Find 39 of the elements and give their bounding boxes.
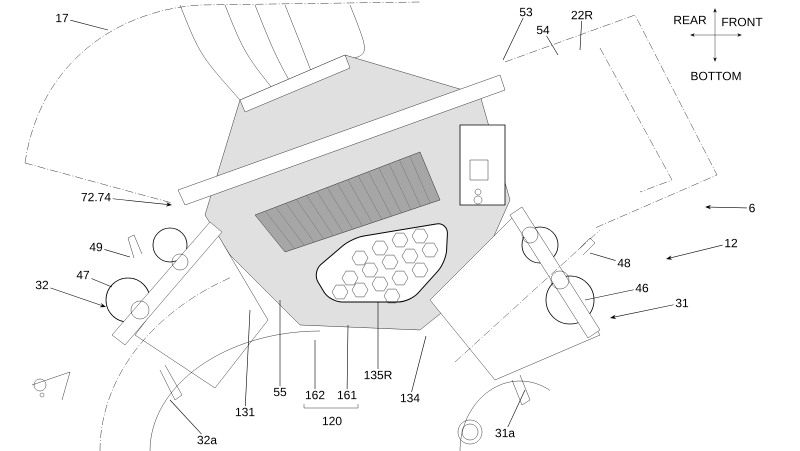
callout-number: 120 [321, 416, 344, 426]
leader-line [502, 18, 524, 60]
callout-number: 31a [495, 428, 515, 438]
callout-number: 46 [636, 284, 648, 292]
callout-number: 53 [520, 8, 532, 16]
callout-number: 6 [749, 204, 755, 212]
leader-line [580, 20, 582, 50]
callout-number: 32 [36, 280, 48, 290]
leader-line [70, 20, 108, 30]
leader-line [590, 252, 616, 261]
callout-number: 49 [90, 242, 102, 252]
direction-label: BOTTOM [689, 70, 743, 82]
leader-line [507, 390, 526, 428]
callout-number: 47 [76, 270, 90, 280]
callout-number: 17 [56, 14, 68, 22]
callout-number: 54 [536, 26, 550, 34]
callout-number: 22R [572, 10, 592, 20]
leader-line [346, 324, 348, 390]
direction-label: REAR [672, 14, 708, 26]
direction-label: FRONT [720, 16, 764, 28]
callout-number: 134 [400, 394, 420, 402]
leader-line [314, 340, 316, 390]
leader-line [546, 36, 558, 56]
leader-line [245, 310, 250, 406]
callout-number: 131 [236, 408, 254, 416]
leader-line [170, 400, 202, 434]
leader-line [91, 278, 112, 288]
callout-number: 162 [306, 390, 324, 400]
leader-line [411, 336, 426, 392]
callout-number: 12 [725, 238, 738, 248]
leader-line [104, 249, 130, 258]
callout-number: 135R [364, 370, 392, 380]
leader-line [584, 289, 634, 300]
callout-number: 48 [618, 258, 630, 268]
callout-number: 161 [338, 390, 356, 400]
callout-number: 31 [676, 298, 688, 308]
callout-number: 32a [197, 436, 217, 444]
callout-number: 72.74 [82, 192, 111, 202]
callout-number: 55 [274, 388, 286, 396]
